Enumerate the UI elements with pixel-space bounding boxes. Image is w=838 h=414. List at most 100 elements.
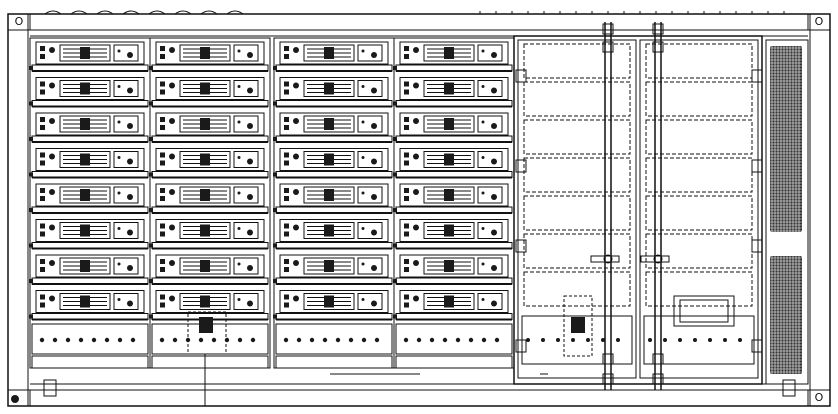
module-body bbox=[155, 183, 265, 207]
port-icon bbox=[127, 158, 133, 165]
connector-icon bbox=[40, 160, 45, 166]
io-panel bbox=[477, 80, 503, 97]
port-icon bbox=[247, 123, 253, 129]
indicator-icon bbox=[648, 338, 652, 342]
led-icon bbox=[361, 298, 365, 301]
mount-bracket bbox=[149, 101, 153, 106]
io-panel bbox=[113, 293, 139, 310]
connector-icon bbox=[40, 81, 45, 87]
module-body bbox=[35, 183, 145, 207]
controller-panel-body bbox=[275, 323, 393, 355]
terminal-icon bbox=[169, 224, 175, 231]
fan-hub-icon bbox=[444, 189, 454, 201]
fan-grille bbox=[423, 80, 475, 97]
connector-icon bbox=[40, 196, 45, 201]
door-hinge bbox=[751, 69, 763, 83]
vent-column bbox=[765, 39, 809, 385]
switch-icon bbox=[403, 337, 409, 343]
fan-grille bbox=[303, 44, 355, 62]
switch-icon bbox=[296, 337, 302, 343]
door-shelf-panel bbox=[645, 195, 753, 231]
battery-module bbox=[29, 41, 149, 72]
port-icon bbox=[371, 123, 377, 129]
module-body bbox=[279, 112, 389, 136]
io-panel bbox=[233, 80, 259, 97]
io-panel bbox=[113, 115, 139, 133]
switch-icon bbox=[130, 337, 136, 343]
roof-corrugation bbox=[148, 10, 166, 15]
rack-controller-panel bbox=[395, 323, 513, 369]
led-icon bbox=[481, 120, 485, 124]
fan-hub-icon bbox=[80, 189, 90, 201]
connector-icon bbox=[284, 294, 289, 300]
io-panel bbox=[357, 151, 383, 168]
door-shelf-panel bbox=[523, 43, 631, 79]
switch-icon bbox=[335, 337, 341, 343]
fan-grille bbox=[423, 115, 475, 133]
switch-icon bbox=[455, 337, 461, 343]
fan-hub-icon bbox=[80, 224, 90, 237]
connector-icon bbox=[40, 125, 45, 130]
fan-hub-icon bbox=[444, 118, 454, 130]
roof-corrugation bbox=[122, 10, 140, 15]
connector-icon bbox=[284, 152, 289, 158]
rod-guide bbox=[652, 353, 664, 365]
module-body bbox=[155, 148, 265, 171]
battery-module bbox=[393, 148, 513, 179]
fan-hub-icon bbox=[324, 189, 334, 201]
terminal-icon bbox=[413, 295, 419, 302]
indicator-icon bbox=[541, 338, 545, 342]
module-body bbox=[399, 183, 509, 207]
module-body bbox=[279, 219, 389, 242]
mount-bracket bbox=[393, 208, 397, 212]
io-panel bbox=[477, 44, 503, 62]
switch-icon bbox=[198, 337, 204, 343]
switch-icon bbox=[468, 337, 474, 343]
module-body bbox=[35, 219, 145, 242]
battery-module bbox=[273, 112, 393, 143]
mount-bracket bbox=[29, 279, 33, 283]
mount-bracket bbox=[29, 172, 33, 177]
switch-icon bbox=[481, 337, 487, 343]
led-icon bbox=[117, 298, 121, 301]
io-panel bbox=[357, 115, 383, 133]
door-hinge bbox=[515, 239, 527, 253]
battery-module bbox=[273, 77, 393, 108]
door-hinge bbox=[515, 339, 527, 353]
mount-bracket bbox=[393, 137, 397, 141]
terminal-icon bbox=[413, 47, 419, 53]
battery-module bbox=[149, 148, 269, 179]
fan-grille bbox=[423, 186, 475, 204]
fan-grille bbox=[423, 257, 475, 275]
mount-bracket bbox=[149, 279, 153, 283]
port-icon bbox=[371, 265, 377, 271]
connector-icon bbox=[284, 196, 289, 201]
connector-icon bbox=[284, 267, 289, 272]
terminal-icon bbox=[293, 224, 299, 231]
handle-hub-icon bbox=[603, 254, 613, 264]
mount-bracket bbox=[29, 101, 33, 106]
fan-grille bbox=[303, 80, 355, 97]
battery-module bbox=[393, 41, 513, 72]
battery-module bbox=[149, 254, 269, 285]
fan-hub-icon bbox=[324, 153, 334, 166]
io-panel bbox=[233, 293, 259, 310]
module-body bbox=[279, 41, 389, 65]
door-shelf-panel bbox=[645, 271, 753, 307]
led-icon bbox=[361, 85, 365, 88]
rod-guide bbox=[602, 41, 614, 53]
fan-grille bbox=[179, 151, 231, 168]
switch-icon bbox=[494, 337, 500, 343]
door-shelf-panel bbox=[645, 233, 753, 269]
rod-guide bbox=[602, 373, 614, 385]
rack-base bbox=[31, 355, 149, 369]
fan-grille bbox=[423, 293, 475, 310]
io-panel bbox=[113, 257, 139, 275]
switch-icon bbox=[283, 337, 289, 343]
fan-hub-icon bbox=[200, 118, 210, 130]
connector-icon bbox=[160, 196, 165, 201]
port-icon bbox=[371, 158, 377, 165]
connector-icon bbox=[160, 117, 165, 122]
connector-icon bbox=[284, 302, 289, 308]
door-junction-outline bbox=[563, 295, 593, 357]
